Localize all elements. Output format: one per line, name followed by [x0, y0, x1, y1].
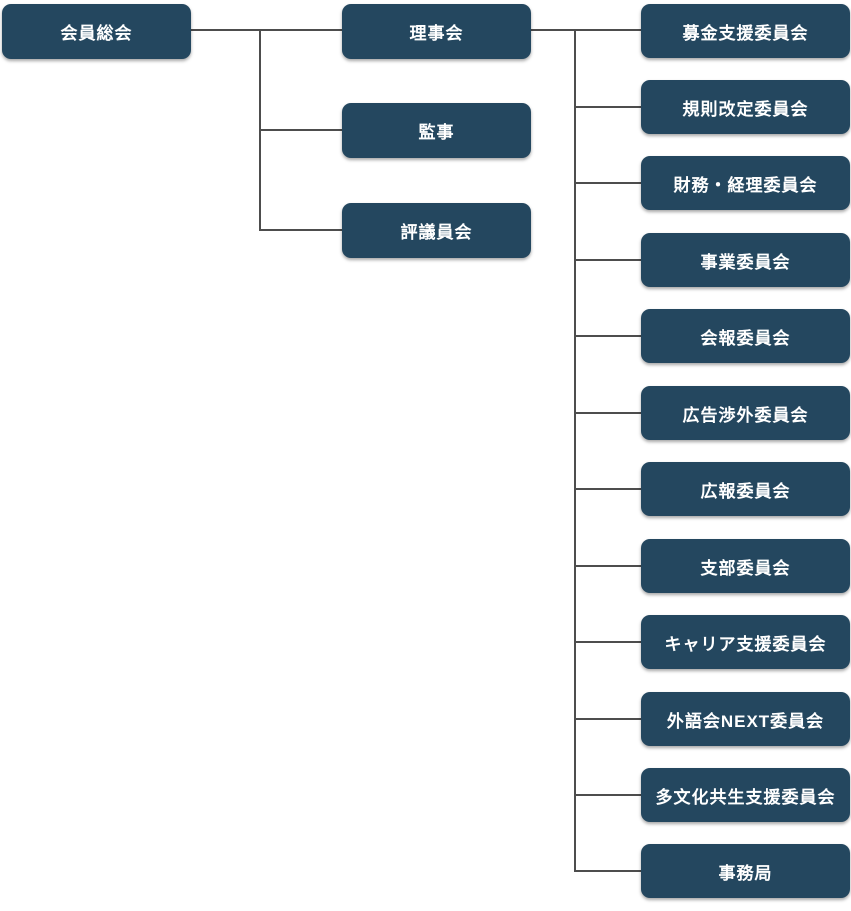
- node-label: 広報委員会: [700, 481, 791, 501]
- node-council: 評議員会: [342, 203, 531, 258]
- node-label: 募金支援委員会: [682, 23, 809, 43]
- connector-to-council: [259, 229, 343, 231]
- connector-board-to-committee-1: [531, 29, 641, 31]
- node-label: 支部委員会: [700, 558, 791, 578]
- node-multicultural-support-committee: 多文化共生支援委員会: [641, 768, 850, 822]
- connector-to-committee-3: [574, 182, 641, 184]
- node-label: 財務・経理委員会: [673, 175, 818, 195]
- node-branch-committee: 支部委員会: [641, 539, 850, 593]
- node-label: 外語会NEXT委員会: [666, 711, 825, 731]
- node-label: 監事: [418, 123, 455, 142]
- connector-to-auditors: [259, 129, 343, 131]
- node-fundraising-support-committee: 募金支援委員会: [641, 4, 850, 58]
- node-label: 多文化共生支援委員会: [655, 787, 836, 807]
- node-label: 会員総会: [60, 24, 133, 43]
- connector-to-committee-5: [574, 335, 641, 337]
- connector-root-to-board: [191, 29, 343, 31]
- connector-to-committee-4: [574, 259, 641, 261]
- node-finance-accounting-committee: 財務・経理委員会: [641, 156, 850, 210]
- node-label: 評議員会: [400, 223, 473, 242]
- node-rules-revision-committee: 規則改定委員会: [641, 80, 850, 134]
- node-board-of-directors: 理事会: [342, 4, 531, 59]
- node-projects-committee: 事業委員会: [641, 233, 850, 287]
- node-label: 会報委員会: [700, 328, 791, 348]
- connector-to-committee-10: [574, 718, 641, 720]
- connector-trunk-level3: [574, 29, 576, 872]
- node-label: 事業委員会: [700, 252, 791, 272]
- node-label: 規則改定委員会: [682, 99, 809, 119]
- node-career-support-committee: キャリア支援委員会: [641, 615, 850, 669]
- node-advertising-liaison-committee: 広告渉外委員会: [641, 386, 850, 440]
- node-secretariat: 事務局: [641, 844, 850, 898]
- node-label: 事務局: [718, 863, 773, 883]
- node-label: 広告渉外委員会: [682, 405, 809, 425]
- connector-to-committee-11: [574, 794, 641, 796]
- node-label: 理事会: [409, 24, 464, 43]
- connector-to-committee-8: [574, 565, 641, 567]
- node-auditors: 監事: [342, 103, 531, 158]
- connector-to-committee-2: [574, 106, 641, 108]
- node-general-meeting: 会員総会: [2, 4, 191, 59]
- connector-to-committee-7: [574, 488, 641, 490]
- node-gaigokai-next-committee: 外語会NEXT委員会: [641, 692, 850, 746]
- connector-to-committee-9: [574, 641, 641, 643]
- connector-to-committee-6: [574, 412, 641, 414]
- node-public-relations-committee: 広報委員会: [641, 462, 850, 516]
- node-bulletin-committee: 会報委員会: [641, 309, 850, 363]
- connector-to-secretariat: [574, 870, 641, 872]
- node-label: キャリア支援委員会: [664, 634, 827, 654]
